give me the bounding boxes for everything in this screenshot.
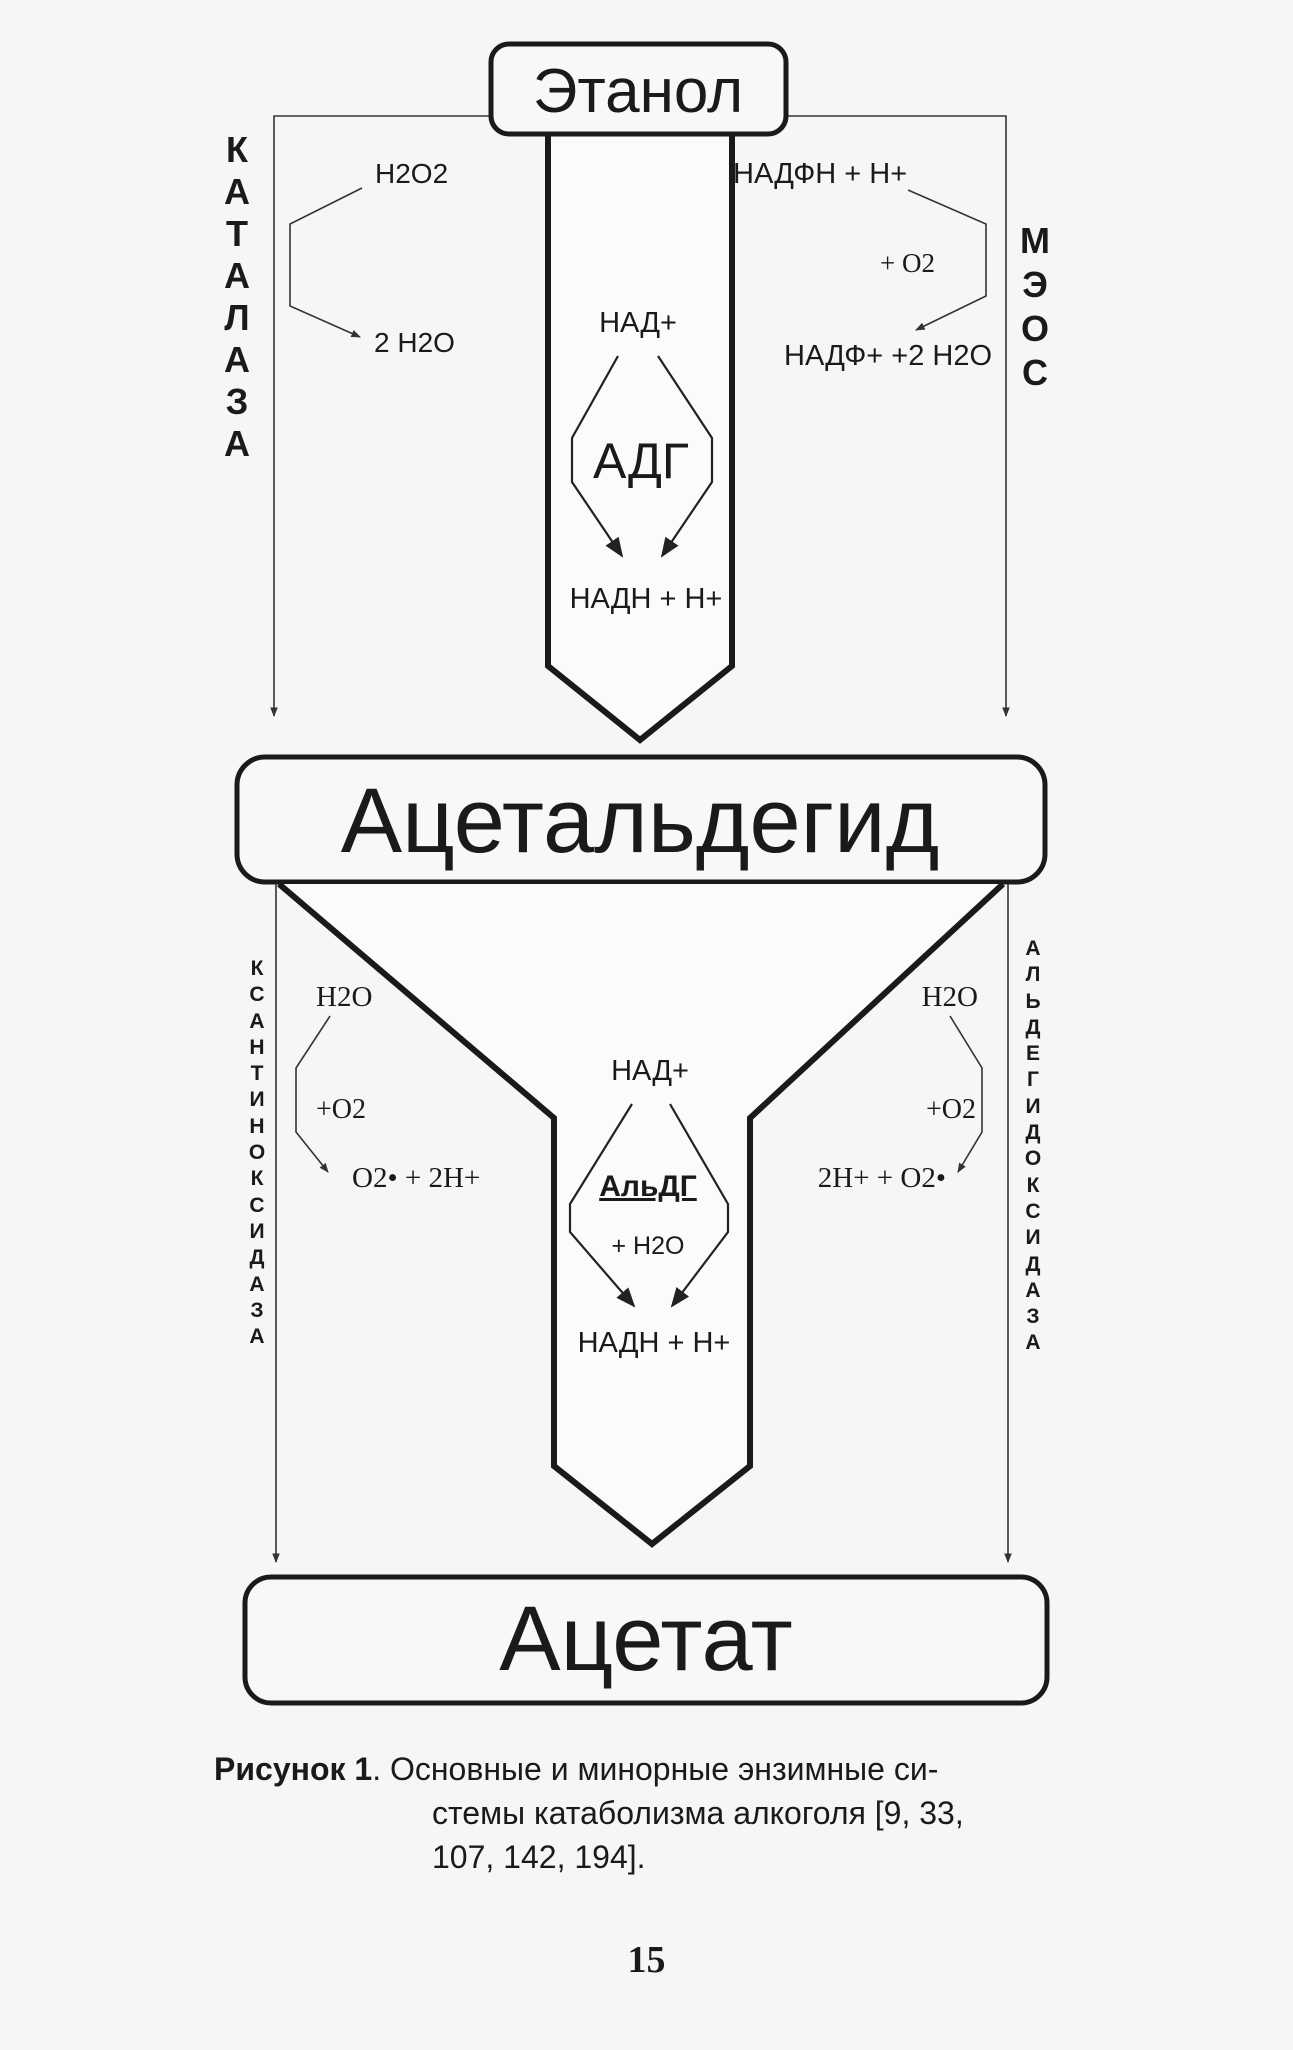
vertical-letter: З — [1026, 1305, 1040, 1329]
adh-cofactor-out: НАДН + Н+ — [570, 583, 723, 615]
vertical-letter: К — [250, 1167, 264, 1191]
caption-line-3: 107, 142, 194]. — [432, 1839, 646, 1875]
ethanol-box — [488, 41, 789, 137]
vertical-letter: С — [1022, 352, 1048, 393]
vertical-letter: К — [250, 957, 264, 980]
vertical-letter: Д — [1025, 1252, 1041, 1276]
vertical-letter: С — [249, 1193, 265, 1217]
vertical-letter: И — [1025, 1094, 1041, 1118]
vertical-letter: Т — [250, 1062, 264, 1086]
vertical-letter: К — [226, 129, 248, 170]
vertical-letter: З — [250, 1298, 264, 1322]
vertical-letter: А — [224, 339, 250, 380]
aldh-cofactor-out: НАДН + Н+ — [578, 1327, 731, 1359]
ao-product: 2H+ + O2• — [818, 1162, 946, 1194]
page-number: 15 — [627, 1939, 666, 1981]
vertical-letter: А — [224, 423, 250, 464]
vertical-letter: Ь — [1025, 989, 1041, 1013]
vertical-letter: С — [249, 983, 265, 1007]
ao-water: H2O — [922, 981, 978, 1013]
figure-caption: Рисунок 1. Основные и минорные энзимные … — [214, 1747, 1094, 1879]
aldh-arrow-left — [568, 1103, 636, 1308]
vertical-letter: Д — [249, 1246, 265, 1270]
adh-arrow-right — [657, 355, 714, 558]
vertical-letter: С — [1025, 1199, 1041, 1223]
vertical-letter: А — [249, 1009, 265, 1033]
meos-product: НАДФ+ +2 Н2О — [784, 340, 992, 372]
vertical-letter: И — [249, 1088, 265, 1112]
vertical-letter: О — [1024, 1147, 1042, 1171]
meos-arrow — [907, 189, 987, 331]
ethanol-label: Этанол — [533, 57, 743, 126]
catalase-arrow — [289, 187, 363, 338]
vertical-letter: Н — [249, 1114, 265, 1138]
xo-arrow — [295, 1015, 331, 1173]
aldh-enzyme-label: АльДГ — [599, 1170, 697, 1203]
aldh-cofactor-in: НАД+ — [611, 1055, 689, 1087]
vertical-letter: И — [249, 1219, 265, 1243]
vertical-letter: А — [1025, 1331, 1041, 1355]
acetate-label: Ацетат — [499, 1588, 793, 1690]
vertical-letter: А — [224, 171, 250, 212]
adh-cofactor-in: НАД+ — [599, 307, 677, 339]
aldh-funnel — [277, 881, 1006, 1548]
acetaldehyde-box — [234, 754, 1048, 885]
caption-label: Рисунок 1 — [214, 1751, 373, 1787]
caption-line-1: . Основные и минорные энзимные си- — [372, 1751, 939, 1787]
aldh-arrow-right — [669, 1103, 730, 1308]
vertical-letter: Е — [1025, 1042, 1040, 1066]
meos-oxygen: + O2 — [880, 248, 935, 278]
acetaldehyde-label: Ацетальдегид — [341, 770, 940, 872]
caption-line-2: стемы катаболизма алкоголя [9, 33, — [432, 1795, 964, 1831]
vertical-letter: Д — [1025, 1121, 1041, 1145]
vertical-letter: К — [1026, 1173, 1040, 1197]
vertical-letter: О — [1020, 308, 1049, 349]
vertical-letter: О — [248, 1141, 266, 1165]
vertical-letter: А — [1025, 1278, 1041, 1302]
ao-arrow — [949, 1015, 983, 1173]
vertical-letter: А — [249, 1325, 265, 1349]
xo-water: H2O — [316, 981, 372, 1013]
vertical-letter: М — [1020, 220, 1050, 261]
catalase-connector — [270, 115, 492, 717]
xo-oxygen: +O2 — [316, 1094, 366, 1125]
vertical-letter: Н — [249, 1035, 265, 1059]
vertical-letter: Г — [1027, 1068, 1039, 1092]
vertical-letter: Т — [226, 213, 248, 254]
ao-oxygen: +O2 — [926, 1094, 976, 1125]
xo-product: O2• + 2H+ — [352, 1162, 480, 1194]
meos-connector — [786, 115, 1010, 717]
aldh-water: + H2O — [612, 1232, 685, 1260]
adh-funnel — [545, 126, 735, 744]
vertical-letter: Д — [1025, 1015, 1041, 1039]
caption-first-line: Рисунок 1. Основные и минорные энзимные … — [214, 1747, 1094, 1791]
adh-arrow-left — [570, 355, 624, 558]
vertical-letter: А — [249, 1272, 265, 1296]
vertical-letter: А — [1025, 937, 1041, 960]
vertical-letter: З — [225, 381, 249, 422]
vertical-letter: Э — [1022, 264, 1048, 305]
meos-cofactor-in: НАДФН + Н+ — [733, 158, 907, 190]
catalase-product: 2 H2O — [374, 327, 455, 358]
vertical-letter: Л — [224, 297, 250, 338]
vertical-letter: Л — [1025, 963, 1041, 987]
vertical-letter: А — [224, 255, 250, 296]
acetate-box — [242, 1574, 1050, 1706]
catalase-reactant: H2O2 — [375, 158, 448, 189]
vertical-letter: И — [1025, 1226, 1041, 1250]
adh-enzyme-label: АДГ — [593, 433, 689, 489]
